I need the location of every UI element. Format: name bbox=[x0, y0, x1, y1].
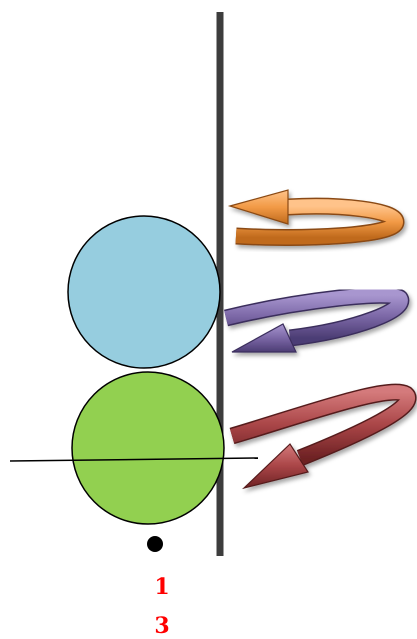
label-three: 3 bbox=[142, 615, 182, 637]
black-dot bbox=[147, 536, 163, 552]
bottom-ball bbox=[72, 372, 224, 524]
red-curved-arrow bbox=[232, 392, 408, 488]
label-one: 1 bbox=[142, 576, 182, 598]
purple-curved-arrow bbox=[226, 295, 401, 352]
orange-curved-arrow bbox=[230, 190, 396, 237]
top-ball bbox=[68, 216, 220, 368]
